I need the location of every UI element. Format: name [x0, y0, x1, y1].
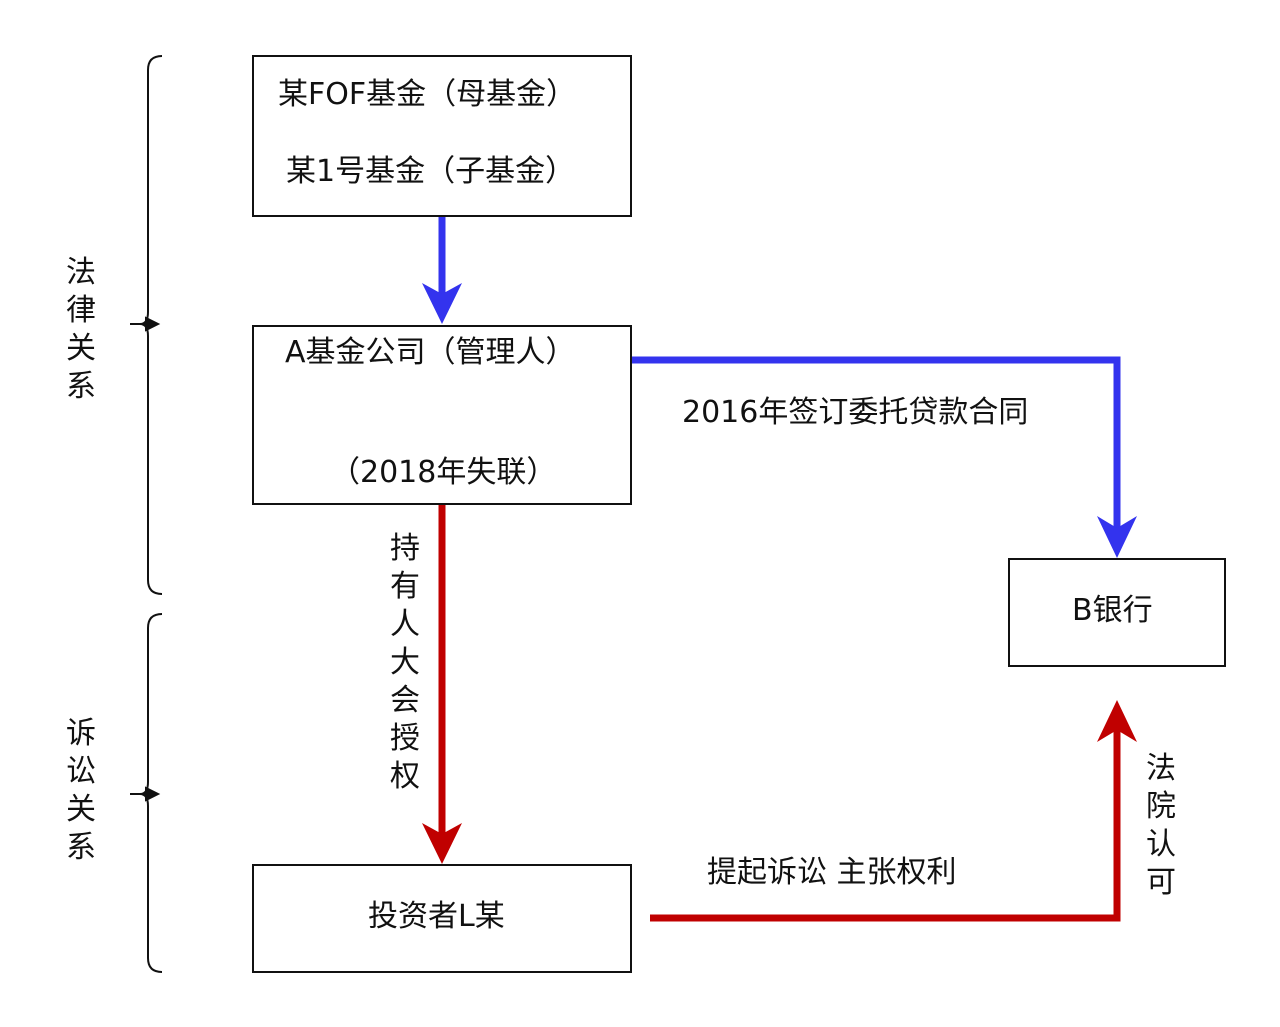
- node-fund-company[interactable]: [252, 325, 632, 505]
- sub-fund-label: 某1号基金（子基金）: [286, 154, 576, 189]
- arrowhead-fof-to-company: [422, 283, 462, 324]
- investor-label: 投资者L某: [368, 899, 505, 934]
- legal-brace-pointer: [130, 316, 161, 332]
- arrowhead-company-to-bank: [1097, 516, 1137, 558]
- litigation-relation-label: 诉讼关系: [66, 716, 96, 865]
- fof-fund-label: 某FOF基金（母基金）: [278, 77, 577, 112]
- fund-company-label: A基金公司（管理人）: [285, 335, 576, 370]
- court-approval-label: 法院认可: [1146, 751, 1176, 900]
- node-fof-fund[interactable]: [252, 55, 632, 217]
- authorization-label: 持有人大会授权: [390, 531, 420, 794]
- node-bank[interactable]: [1008, 558, 1226, 667]
- edge-investor-to-bank: [650, 728, 1121, 922]
- litigation-label: 提起诉讼 主张权利: [707, 855, 957, 890]
- edge-company-to-bank: [632, 356, 1121, 530]
- contract-label: 2016年签订委托贷款合同: [682, 395, 1029, 430]
- legal-relation-label: 法律关系: [66, 255, 96, 404]
- node-investor[interactable]: [252, 864, 632, 973]
- fund-company-status: （2018年失联）: [330, 455, 557, 490]
- arrowhead-company-to-investor: [422, 823, 462, 864]
- litigation-brace-pointer: [130, 786, 161, 802]
- bank-label: B银行: [1072, 593, 1153, 628]
- arrowhead-investor-to-bank: [1097, 700, 1137, 742]
